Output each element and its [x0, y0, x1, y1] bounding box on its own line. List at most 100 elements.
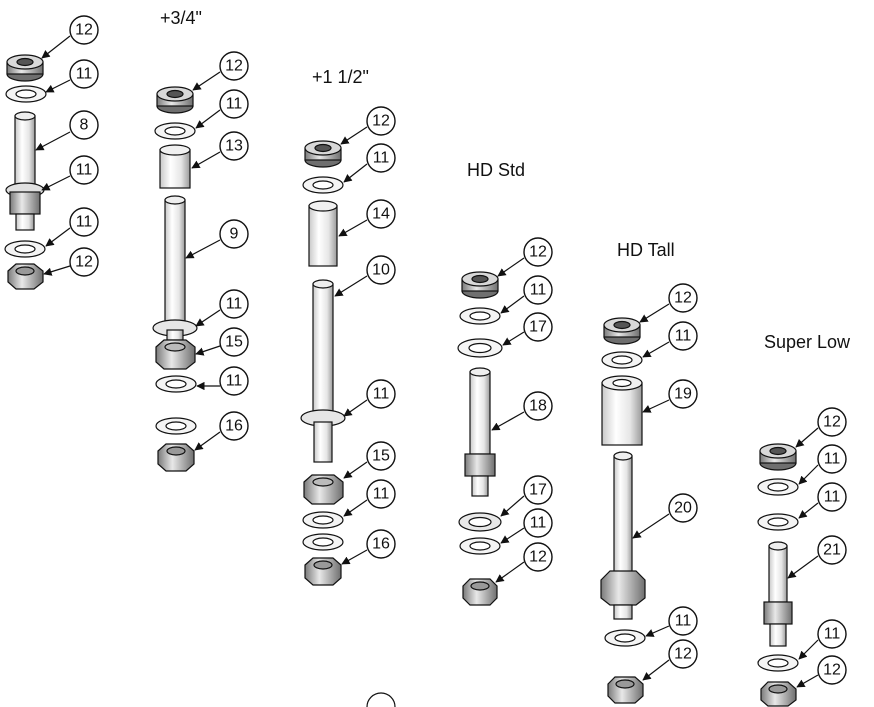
callout-label: 12 [823, 414, 841, 431]
callout-label: 11 [675, 613, 692, 630]
callout-label: 21 [823, 542, 841, 559]
hex-nut-part [607, 676, 644, 704]
axle-part [300, 279, 346, 463]
washer-part [155, 417, 197, 435]
callout: 11 [500, 508, 553, 544]
callout: 8 [35, 110, 99, 151]
callout: 11 [41, 155, 99, 191]
callout-label: 12 [372, 113, 390, 130]
callout: 11 [798, 444, 847, 485]
callout-group: 12 11 8 11 11 12 12 11 13 9 11 15 11 16 … [35, 15, 847, 688]
assembly-title-hdstd: HD Std [467, 160, 525, 180]
axle-part [152, 195, 198, 341]
callout-label: 16 [372, 536, 390, 553]
callout: 12 [642, 639, 698, 681]
washer-part [458, 512, 502, 532]
callout: 19 [642, 379, 698, 413]
locknut-part [759, 443, 797, 471]
callout: 15 [343, 441, 396, 479]
callout: 13 [191, 131, 249, 169]
callout: 11 [196, 366, 249, 396]
hex-nut-part [760, 681, 797, 707]
washer-part [302, 533, 344, 551]
callout: 11 [343, 143, 396, 183]
washer-part [302, 176, 344, 194]
spacer-part [308, 200, 338, 267]
callout-label: 11 [824, 489, 841, 506]
callout: 12 [340, 106, 396, 145]
callout-label: 12 [529, 549, 547, 566]
callout-label: 11 [824, 626, 841, 643]
callout: 18 [491, 391, 553, 431]
callout-label: 17 [529, 482, 547, 499]
callout: 11 [45, 59, 99, 93]
callout-label: 11 [226, 296, 243, 313]
callout: 12 [41, 15, 99, 59]
callout-label: 13 [225, 138, 243, 155]
callout-label: 12 [75, 22, 93, 39]
callout: 12 [639, 283, 698, 323]
callout: 12 [796, 655, 847, 688]
washer-part [757, 478, 799, 496]
washer-part [601, 351, 643, 369]
hex-nut-part [462, 578, 498, 606]
callout: 9 [185, 219, 249, 259]
callout-label: 11 [373, 486, 390, 503]
callout: 12 [497, 237, 553, 277]
callout: 21 [787, 535, 847, 579]
hex-nut-part [7, 263, 44, 290]
assembly-plus112 [300, 140, 346, 586]
callout-label: 15 [225, 334, 243, 351]
washer-part [4, 240, 46, 258]
callout-label: 11 [675, 328, 692, 345]
callout-label: 12 [823, 662, 841, 679]
callout-label: 12 [674, 290, 692, 307]
callout: 11 [45, 207, 99, 247]
assembly-title-plus34: +3/4" [160, 8, 202, 28]
axle-part [763, 541, 793, 647]
washer-part [155, 375, 197, 393]
callout-label: 8 [80, 117, 89, 134]
assembly-plus34 [152, 86, 198, 472]
hex-nut-part [303, 474, 344, 505]
assembly-std [4, 54, 47, 290]
assembly-hdstd [457, 271, 503, 606]
washer-part [757, 513, 799, 531]
callout-label: 14 [372, 206, 390, 223]
washer-part [302, 511, 344, 529]
spacer-part [159, 144, 191, 189]
callout: 11 [798, 482, 847, 519]
callout: 10 [334, 255, 396, 297]
callout-label: 16 [225, 418, 243, 435]
callout-label: 11 [76, 162, 93, 179]
callout-label: 19 [674, 386, 692, 403]
callout: 11 [500, 275, 553, 314]
callout: 11 [343, 479, 396, 517]
callout-label: 12 [225, 58, 243, 75]
axle-part [600, 451, 646, 620]
assembly-hdtall [600, 317, 646, 704]
callout-label: 11 [226, 96, 243, 113]
assembly-superlow [757, 443, 799, 707]
callout: 11 [343, 379, 396, 417]
callout-label: 10 [372, 262, 390, 279]
washer-part [5, 85, 47, 103]
spacer-part [601, 375, 643, 446]
callout-label: 9 [230, 226, 239, 243]
callout: 11 [195, 89, 249, 129]
partial-callout-circle [366, 692, 396, 707]
callout: 20 [632, 493, 698, 539]
callout-label: 17 [529, 319, 547, 336]
callout: 12 [192, 51, 249, 91]
callout: 16 [194, 411, 249, 451]
callout: 15 [195, 327, 249, 357]
locknut-part [6, 54, 44, 82]
callout: 17 [502, 312, 553, 346]
washer-part [757, 654, 799, 672]
callout: 11 [798, 619, 847, 660]
callout: 16 [341, 529, 396, 565]
axle-part [5, 111, 45, 231]
callout-label: 18 [529, 398, 547, 415]
washer-part [459, 307, 501, 325]
